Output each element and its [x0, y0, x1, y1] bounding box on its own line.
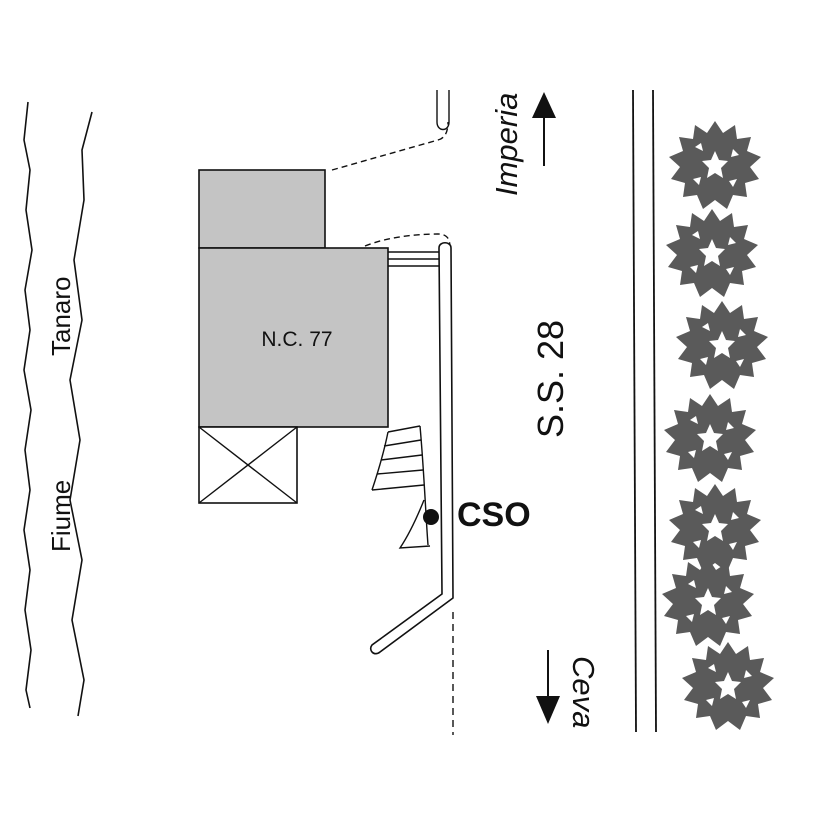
- tree-icon: [664, 394, 756, 482]
- building-label: N.C. 77: [261, 328, 332, 351]
- sidewalk-path: [369, 241, 454, 655]
- arrow-down-icon: [536, 650, 560, 724]
- direction-south-label: Ceva: [566, 656, 601, 728]
- river-bank-right: [69, 111, 93, 717]
- road-label: S.S. 28: [530, 320, 571, 438]
- stairs-top: [388, 251, 440, 267]
- direction-north-label: Imperia: [489, 93, 524, 196]
- road-edge-outer: [632, 89, 637, 733]
- tree-icon: [662, 558, 754, 646]
- road-edge-inner: [652, 89, 657, 733]
- point-label: CSO: [457, 496, 531, 534]
- dashed-line-curve: [364, 233, 451, 249]
- tree-icon: [669, 121, 761, 209]
- stairs-curved: [371, 425, 431, 549]
- tree-icon: [669, 484, 761, 572]
- dashed-line-top: [331, 121, 449, 171]
- river-label: Fiume: [46, 480, 76, 552]
- tree-icon: [682, 642, 774, 730]
- crossed-box: [198, 426, 298, 504]
- tree-icon: [666, 209, 758, 297]
- point-marker-icon: [423, 509, 439, 525]
- building-main: [198, 247, 389, 428]
- river-name-label: Tanaro: [46, 277, 76, 357]
- arrow-up-icon: [532, 92, 556, 166]
- tree-icon: [676, 301, 768, 389]
- building-annex: [198, 169, 326, 249]
- hook-shape: [436, 90, 450, 131]
- river-bank-left: [23, 101, 33, 709]
